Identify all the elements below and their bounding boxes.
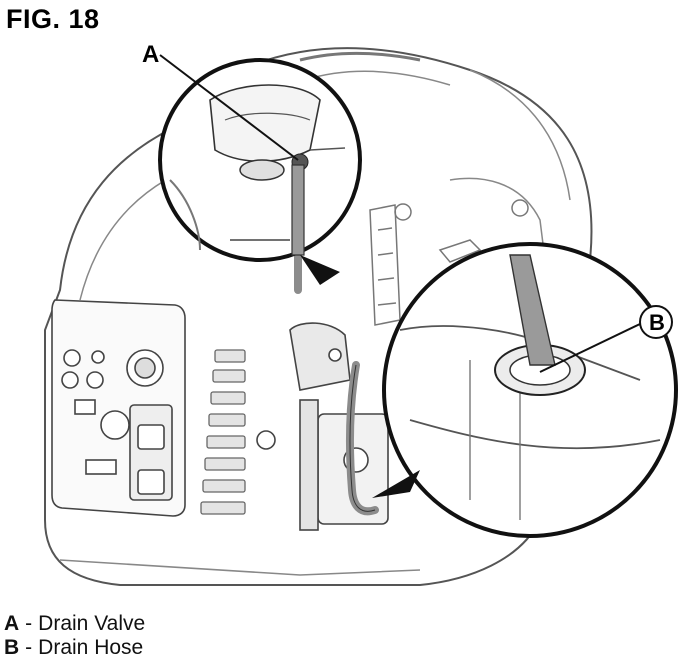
detail-circle-valve (158, 58, 362, 262)
legend-item-b: B - Drain Hose (4, 636, 145, 660)
lower-compartment (256, 322, 389, 531)
legend: A - Drain Valve B - Drain Hose (4, 612, 145, 660)
side-frame (369, 199, 529, 326)
legend-key: B (4, 636, 20, 659)
detail-circle-hose (382, 242, 678, 538)
vent-slats (200, 349, 246, 515)
legend-key: A (4, 612, 20, 635)
callout-a-label: A (142, 41, 159, 68)
callout-b-label: B (649, 310, 665, 335)
generator-illustration: A B (44, 41, 678, 586)
legend-label: Drain Valve (38, 612, 146, 635)
legend-label: Drain Hose (38, 636, 144, 659)
control-panel (51, 299, 186, 517)
drain-hose-outline (349, 364, 376, 512)
legend-separator: - (25, 636, 33, 659)
detail-pointer-lower (372, 470, 420, 498)
legend-item-a: A - Drain Valve (4, 612, 145, 636)
detail-pointer-upper (300, 255, 340, 285)
figure-title: FIG. 18 (6, 4, 100, 34)
callout-a: A (142, 41, 299, 161)
callout-b: B (539, 305, 673, 373)
legend-separator: - (25, 612, 33, 635)
